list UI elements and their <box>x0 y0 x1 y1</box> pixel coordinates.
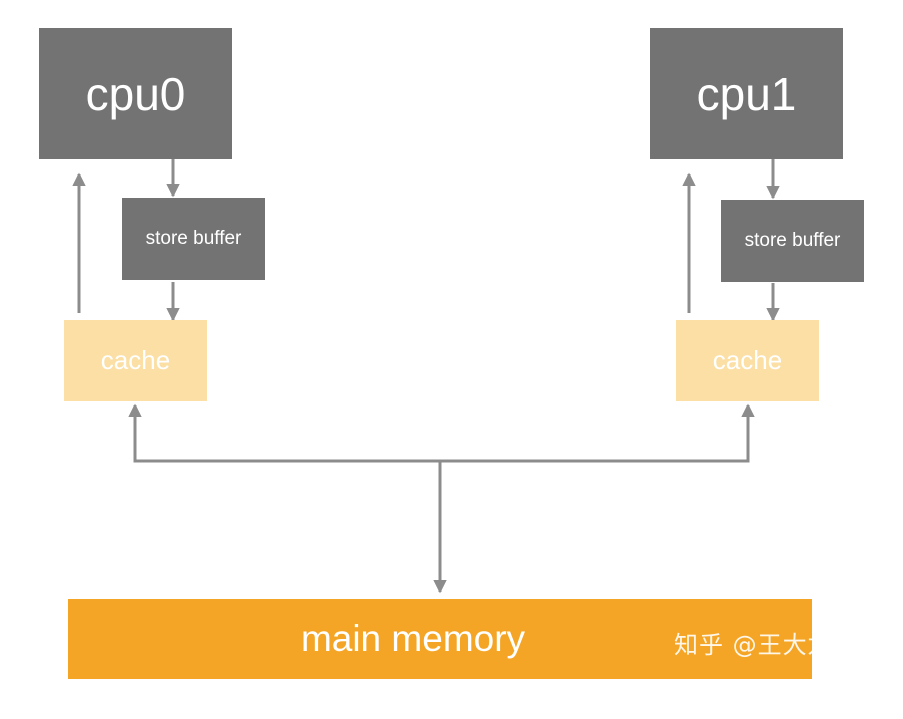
main-memory-box: main memory <box>68 599 812 679</box>
cpu0-store-buffer-label: store buffer <box>145 228 242 249</box>
cpu0-store-buffer-box: store buffer <box>122 198 265 280</box>
cpu1-cache-label: cache <box>712 345 783 375</box>
main-memory-label: main memory <box>300 618 526 659</box>
cpu1-box: cpu1 <box>650 28 843 159</box>
cpu0-cache-label: cache <box>100 345 171 375</box>
cpu0-box: cpu0 <box>39 28 232 159</box>
cpu0-cache-box: cache <box>64 320 207 401</box>
cpu1-cache-box: cache <box>676 320 819 401</box>
cpu0-label: cpu0 <box>85 67 186 120</box>
cpu1-store-buffer-label: store buffer <box>744 230 841 251</box>
cpu1-label: cpu1 <box>696 67 797 120</box>
cpu1-store-buffer-box: store buffer <box>721 200 864 282</box>
watermark: 知乎 @王大龙 <box>674 631 833 659</box>
bus-line <box>128 403 755 463</box>
